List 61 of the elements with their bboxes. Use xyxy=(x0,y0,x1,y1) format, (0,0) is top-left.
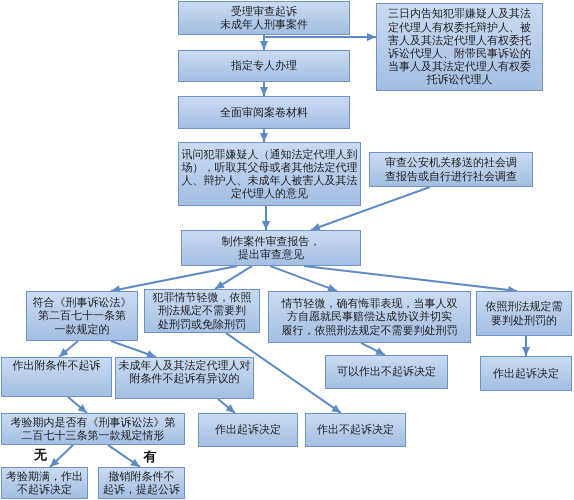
edge-label: 有 xyxy=(142,450,158,466)
arrow xyxy=(110,340,156,358)
step-text: 考验期内是否有《刑事诉讼法》第二百七十三条第一款规定情形 xyxy=(10,416,176,442)
process-box xyxy=(98,467,185,499)
process-box xyxy=(1,357,112,397)
process-box xyxy=(268,291,471,343)
process-box xyxy=(480,356,572,391)
arrow xyxy=(260,82,268,96)
process-box xyxy=(178,1,350,35)
process-box xyxy=(198,413,298,447)
arrow xyxy=(107,444,141,468)
process-box xyxy=(181,230,361,266)
arrow xyxy=(310,186,430,231)
process-box xyxy=(178,142,361,206)
process-box xyxy=(376,3,543,91)
step-text: 讯问犯罪嫌疑人（通知法定代理人到场），听取其父母或者其他法定代理人、辩护人、未成年人被害人及其法定代理人的意见 xyxy=(182,148,358,200)
process-box xyxy=(369,152,533,187)
step-text: 依照刑法规定需要判处刑罚的 xyxy=(486,300,562,327)
arrow xyxy=(262,206,270,230)
arrow xyxy=(58,340,79,358)
process-box xyxy=(1,467,88,499)
arrow xyxy=(360,342,386,356)
step-text: 作出附条件不起诉 xyxy=(12,359,100,372)
step-text: 符合《刑事诉讼法》第二百七十一条第一款规定的 xyxy=(32,296,132,336)
step-text: 撤销附条件不起诉，提起公诉 xyxy=(103,470,180,496)
process-box xyxy=(1,413,185,445)
step-text: 作出起诉决定 xyxy=(215,423,281,437)
process-box xyxy=(115,357,254,399)
step-text: 考验期满，作出不起诉决定 xyxy=(6,470,83,496)
step-text: 指定专人办理 xyxy=(231,59,297,73)
process-box xyxy=(178,96,350,129)
arrow xyxy=(49,444,74,468)
process-box xyxy=(305,413,406,447)
step-text: 全面审阅案卷材料 xyxy=(220,106,308,120)
step-text: 犯罪情节轻微，依照刑法规定不需要判处刑罚或免除刑罚 xyxy=(152,291,252,331)
step-text: 受理审查起诉未成年人刑事案件 xyxy=(220,4,308,32)
arrow xyxy=(263,32,376,42)
arrow xyxy=(270,265,338,292)
process-box xyxy=(26,291,138,341)
step-text: 制作案件审查报告，提出审查意见 xyxy=(222,234,320,262)
arrow xyxy=(214,265,253,290)
process-box xyxy=(178,50,350,82)
arrow xyxy=(260,129,268,142)
arrow xyxy=(260,35,268,50)
step-text: 作出不起诉决定 xyxy=(317,423,394,437)
step-text: 作出起诉决定 xyxy=(493,366,559,380)
process-box xyxy=(144,289,260,333)
arrow xyxy=(522,336,530,356)
arrow xyxy=(67,396,88,414)
process-box xyxy=(476,291,572,336)
step-text: 可以作出不起诉决定 xyxy=(337,365,436,379)
step-text: 三日内告知犯罪嫌疑人及其法定代理人有权委托辩护人、被害人及其法定代理人有权委托诉讼代理人、附带民事诉讼的当事人及其法定代理人有权委托诉讼代理人 xyxy=(388,7,531,87)
step-text: 未成年人及其法定代理人对附条件不起诉有异议的 xyxy=(118,359,250,386)
arrow xyxy=(217,398,236,414)
edge-label: 无 xyxy=(33,448,48,464)
process-box xyxy=(325,355,448,389)
arrow xyxy=(225,332,342,414)
step-text: 情节轻微，确有悔罪表现，当事人双方自愿就民事赔偿达成协议并切实履行，依照刑法规定不需要判处刑罚 xyxy=(282,297,458,337)
arrow xyxy=(304,265,518,294)
arrow xyxy=(110,265,238,294)
step-text: 审查公安机关移送的社会调查报告或自行进行社会调查 xyxy=(385,156,517,183)
